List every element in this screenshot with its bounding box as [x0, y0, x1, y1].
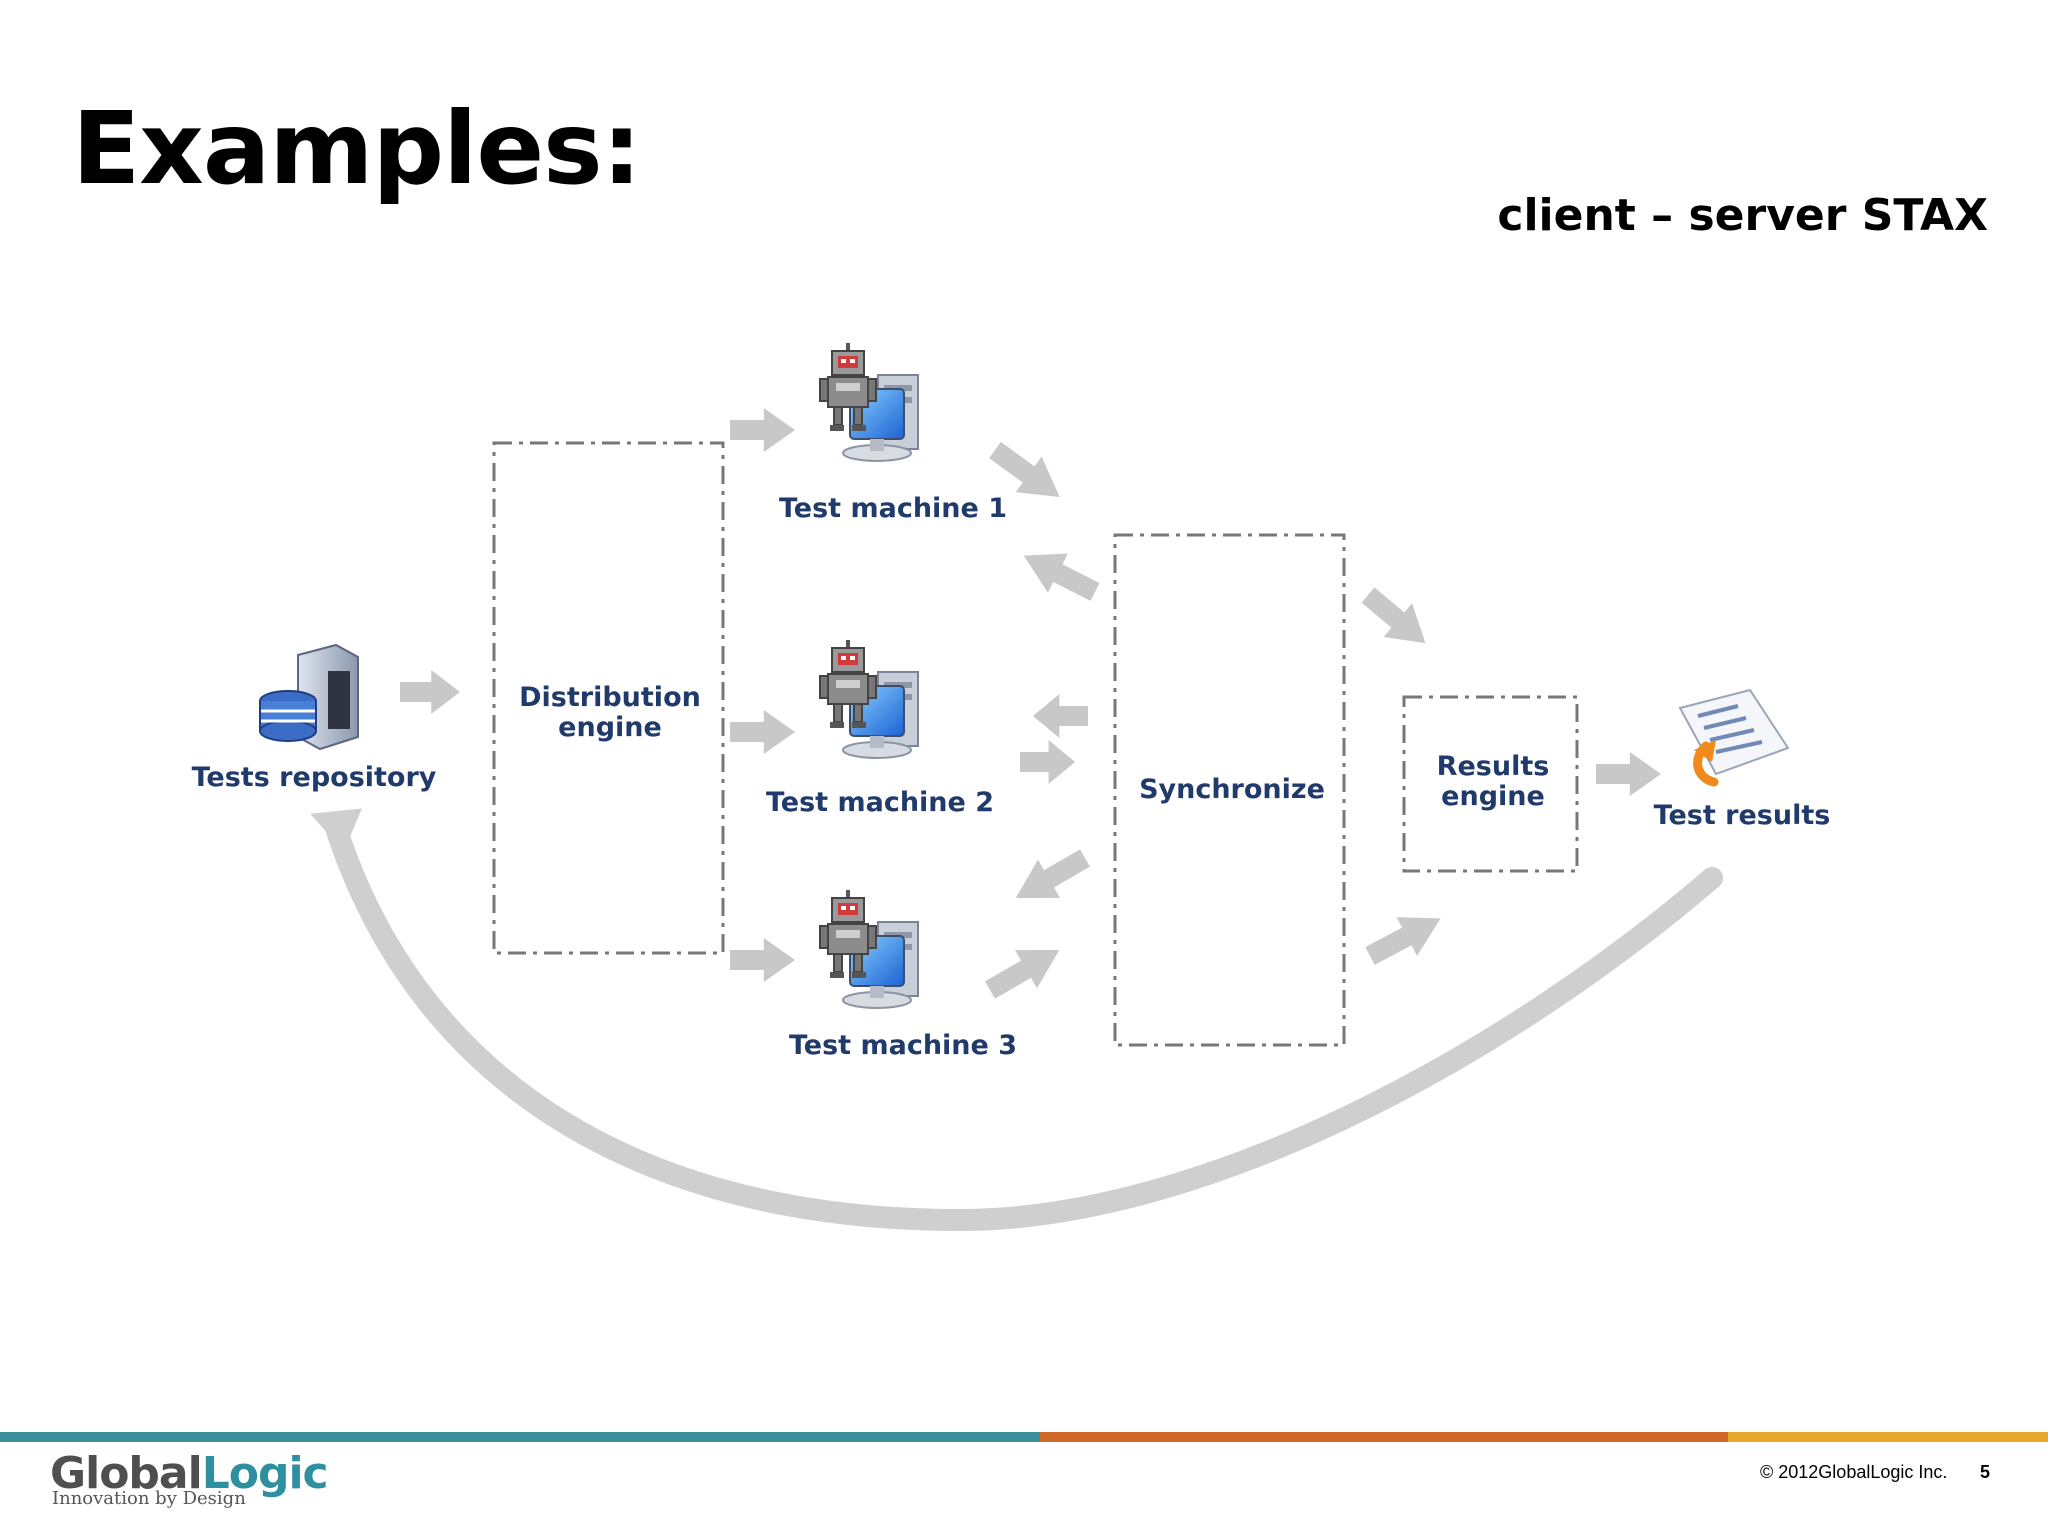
arrow-sync-to-machine-2	[1033, 694, 1088, 738]
tests-repository-label: Tests repository	[192, 762, 437, 793]
slide-title: Examples:	[72, 90, 642, 207]
synchronize-box	[1113, 533, 1346, 1047]
stax-architecture-diagram: Tests repository Distribution engine Tes…	[192, 342, 1831, 1232]
synchronize-label: Synchronize	[1139, 774, 1325, 805]
feedback-arc-arrow	[310, 808, 1723, 1232]
logo-text-logic: Logic	[201, 1448, 329, 1499]
arrow-distribution-to-machine-3	[730, 938, 795, 982]
arrow-sync-to-results-engine-lower	[1359, 899, 1451, 976]
results-engine-box	[1402, 695, 1579, 873]
robot-computer-icon-machine-1	[819, 342, 919, 462]
arrow-sync-to-machine-1	[1013, 536, 1105, 612]
robot-computer-icon-machine-3	[819, 889, 919, 1009]
report-document-icon	[1678, 688, 1790, 787]
distribution-engine-box	[492, 441, 725, 955]
test-machine-2-label: Test machine 2	[766, 787, 994, 818]
logo-text-global: Global	[50, 1448, 203, 1499]
arrow-machine-2-to-sync	[1020, 740, 1075, 784]
robot-computer-icon-machine-2	[819, 639, 919, 759]
test-machine-3-label: Test machine 3	[789, 1030, 1017, 1061]
page-number: 5	[1980, 1462, 1991, 1482]
arrow-distribution-to-machine-1	[730, 408, 795, 452]
arrow-machine-3-to-sync	[979, 930, 1071, 1010]
arrow-sync-to-machine-3	[1004, 838, 1096, 918]
footer-bar-teal	[0, 1432, 1040, 1442]
logo-tagline: Innovation by Design	[52, 1488, 246, 1509]
results-engine-label-line-1: Results	[1437, 751, 1550, 782]
slide-subtitle: client – server STAX	[1497, 190, 1988, 241]
arrow-repo-to-distribution	[400, 670, 460, 714]
arrow-sync-to-results-engine	[1353, 578, 1440, 661]
copyright-notice: © 2012GlobalLogic Inc.	[1760, 1462, 1948, 1482]
footer-bar-orange	[1040, 1432, 1728, 1442]
test-results-label: Test results	[1654, 800, 1831, 831]
arrow-results-engine-to-test-results	[1596, 752, 1661, 796]
footer-bar-gold	[1728, 1432, 2048, 1442]
distribution-engine-label-line-2: engine	[558, 712, 662, 743]
arrow-distribution-to-machine-2	[730, 710, 795, 754]
distribution-engine-label-line-1: Distribution	[519, 682, 701, 713]
results-engine-label-line-2: engine	[1441, 781, 1545, 812]
database-server-icon	[259, 643, 359, 751]
globallogic-logo: GlobalLogic	[50, 1448, 329, 1499]
test-machine-1-label: Test machine 1	[779, 493, 1007, 524]
